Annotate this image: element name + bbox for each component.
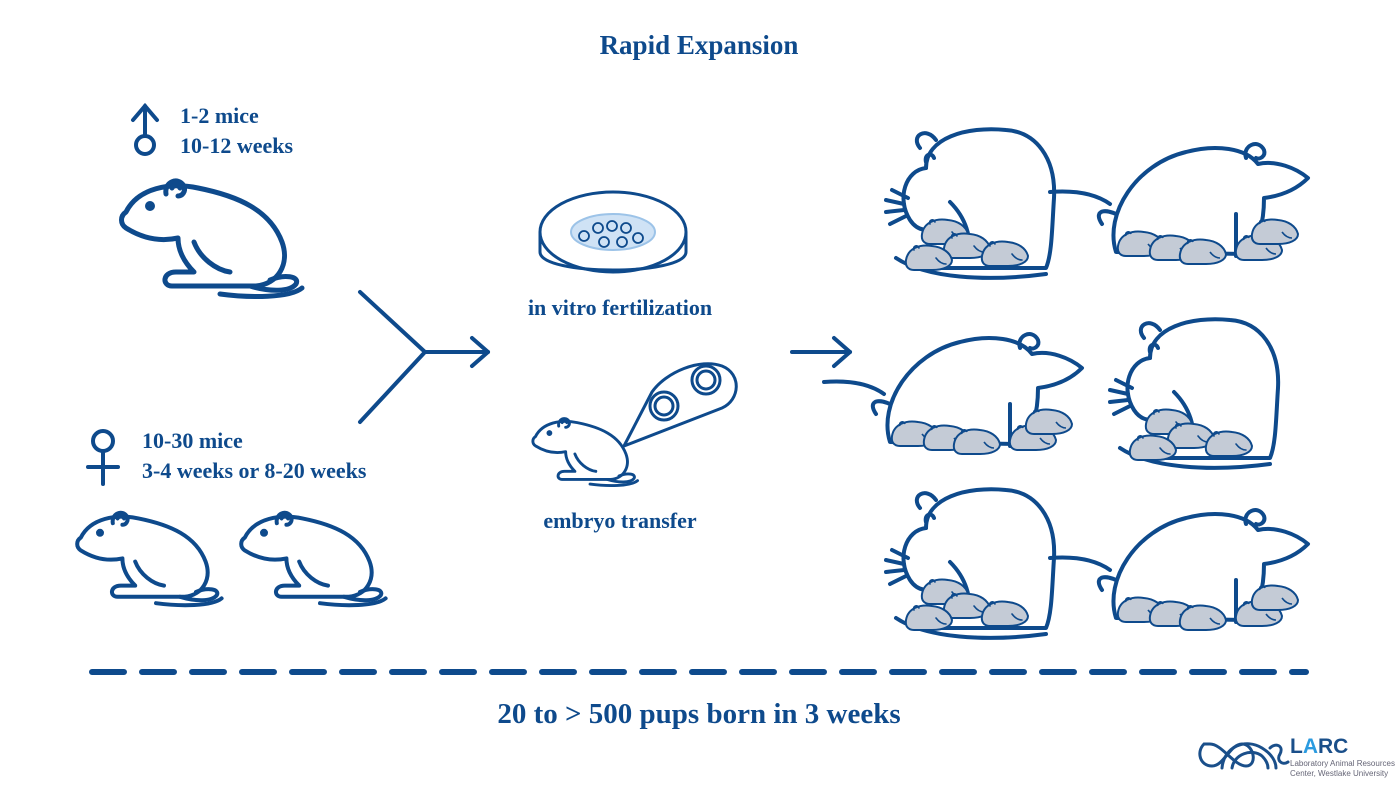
larc-logo-icon <box>1198 742 1290 770</box>
mother-with-pups-icon <box>1050 144 1308 264</box>
footer-summary: 20 to > 500 pups born in 3 weeks <box>497 698 901 730</box>
embryo-transfer-label: embryo transfer <box>543 508 697 533</box>
male-age-label: 10-12 weeks <box>180 133 294 158</box>
result-arrow-icon <box>790 336 852 368</box>
female-age-label: 3-4 weeks or 8-20 weeks <box>142 458 367 483</box>
pipette-icon <box>622 362 738 448</box>
logo-name-part: L <box>1290 735 1303 758</box>
female-mouse-icon <box>241 513 385 605</box>
embryo-transfer-mouse-icon <box>531 417 640 488</box>
male-count-label: 1-2 mice <box>180 103 259 128</box>
logo-name-accent: A <box>1302 735 1318 758</box>
petri-dish-icon <box>538 190 688 274</box>
mother-with-pups-icon <box>824 334 1082 454</box>
mother-with-pups-icon <box>886 489 1054 638</box>
logo-name: LARC <box>1290 735 1348 759</box>
logo-subtitle-line2: Center, Westlake University <box>1290 769 1389 778</box>
logo-subtitle-line1: Laboratory Animal Resources <box>1290 759 1395 768</box>
mother-with-pups-icon <box>886 129 1054 278</box>
ivf-label: in vitro fertilization <box>527 295 713 320</box>
male-mouse-icon <box>122 181 303 297</box>
mother-with-pups-icon <box>1050 510 1308 630</box>
female-mouse-icon <box>77 513 221 605</box>
merge-arrow-icon <box>358 290 490 424</box>
mother-with-pups-icon <box>1110 319 1278 468</box>
diagram-title: Rapid Expansion <box>599 30 799 60</box>
male-symbol-icon <box>131 102 159 156</box>
female-symbol-icon <box>86 429 120 486</box>
female-count-label: 10-30 mice <box>142 428 243 453</box>
logo-name-part: RC <box>1318 735 1349 758</box>
